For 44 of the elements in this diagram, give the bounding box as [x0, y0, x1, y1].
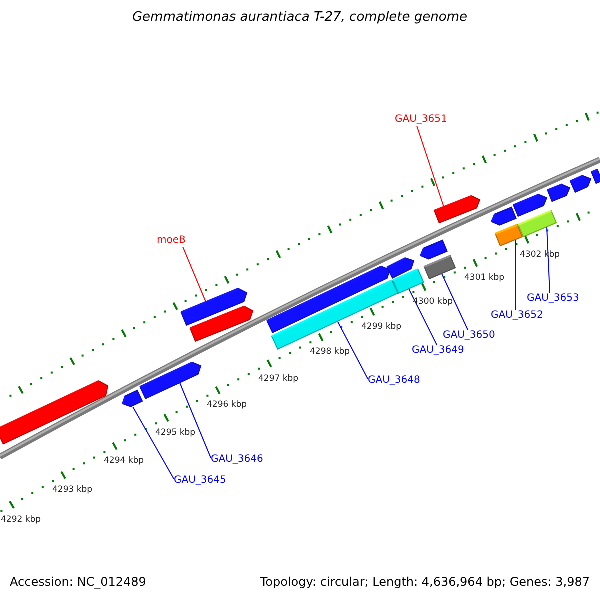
- gene-feature: [392, 268, 424, 294]
- gene-feature: [494, 224, 524, 247]
- leader-line: [132, 406, 174, 480]
- leader-line: [416, 126, 444, 208]
- gene-feature: [386, 257, 415, 280]
- gene-feature: [420, 240, 448, 260]
- gene-feature: [547, 184, 571, 202]
- scale-label: 4293 kbp: [52, 485, 93, 496]
- gene-feature: [518, 210, 558, 238]
- scale-label: 4296 kbp: [207, 400, 248, 410]
- scale-label: 4292 kbp: [1, 514, 42, 525]
- gene-label: GAU_3646: [211, 454, 264, 466]
- genome-info-text: Topology: circular; Length: 4,636,964 bp; Genes: 3,987: [260, 575, 590, 589]
- scale-label: 4298 kbp: [310, 347, 350, 358]
- gene-feature: [424, 255, 456, 280]
- gene-feature: [180, 288, 248, 326]
- gene-label: GAU_3649: [412, 345, 464, 357]
- gene-label: GAU_3650: [443, 330, 496, 342]
- gene-feature: [190, 306, 254, 342]
- scale-label: 4295 kbp: [156, 428, 196, 438]
- gene-label: moeB: [157, 235, 186, 247]
- gene-label: GAU_3652: [491, 310, 544, 322]
- gene-feature: [513, 194, 548, 218]
- gene-label: GAU_3653: [527, 293, 580, 305]
- gene-feature: [591, 169, 600, 184]
- leader-line: [442, 274, 468, 330]
- accession-text: Accession: NC_012489: [10, 575, 146, 589]
- scale-label: 4294 kbp: [104, 456, 144, 466]
- gene-feature: [491, 206, 517, 226]
- gene-label: GAU_3651: [395, 114, 448, 126]
- scale-label: 4301 kbp: [464, 273, 505, 284]
- map-title: Gemmatimonas aurantiaca T-27, complete genome: [131, 10, 469, 26]
- gene-label: GAU_3648: [368, 375, 420, 387]
- scale-label: 4299 kbp: [362, 322, 402, 332]
- gene-feature: [434, 195, 481, 224]
- leader-line: [338, 322, 368, 380]
- gene-feature: [0, 380, 109, 445]
- gene-label: GAU_3645: [174, 475, 226, 487]
- gene-feature: [122, 390, 144, 408]
- leader-line: [546, 226, 550, 294]
- leader-line: [180, 382, 212, 458]
- gene-feature: [140, 362, 202, 400]
- leader-line: [408, 286, 438, 346]
- scale-label: 4297 kbp: [258, 374, 299, 384]
